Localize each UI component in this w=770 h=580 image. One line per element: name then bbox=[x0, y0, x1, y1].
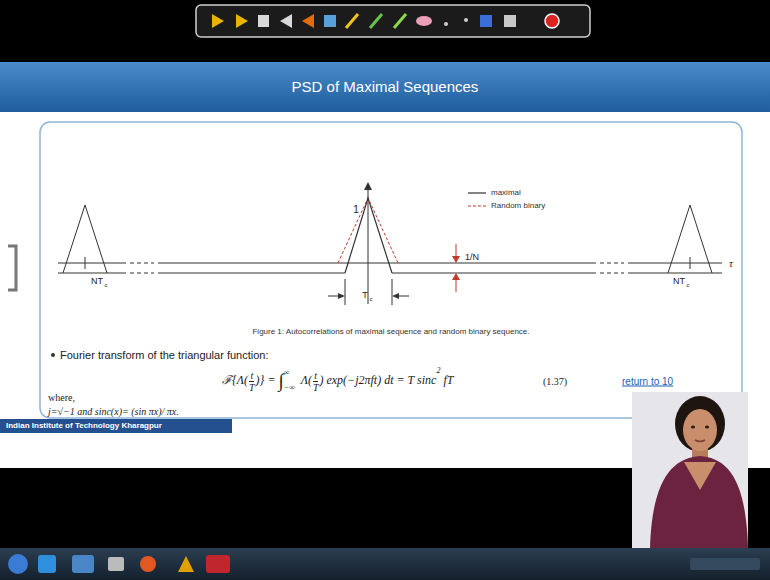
hyperlink: return to 10 bbox=[622, 376, 673, 387]
legend-row: maximal bbox=[468, 186, 545, 199]
equation-term: )} = bbox=[256, 374, 279, 387]
institute-name: Indian Institute of Technology Kharagpur bbox=[6, 421, 226, 431]
subscript: c bbox=[687, 282, 690, 289]
legend-row: Random binary bbox=[468, 199, 545, 212]
offset-label: 1/N bbox=[465, 253, 479, 263]
exponent: 2 bbox=[436, 367, 440, 376]
period-label: NT bbox=[673, 277, 685, 287]
figure-caption: Figure 1: Autocorrelations of maximal se… bbox=[40, 327, 742, 336]
side-tab bbox=[8, 246, 16, 290]
subscript: c bbox=[105, 282, 108, 289]
equation-number: (1.37) bbox=[543, 376, 567, 387]
integral-limit: −∞ bbox=[284, 384, 295, 393]
legend-text: maximal bbox=[491, 188, 521, 197]
presenter-video bbox=[632, 392, 748, 548]
content-frame bbox=[40, 122, 742, 418]
fraction-denominator: T bbox=[313, 382, 319, 393]
axis-label: τ bbox=[729, 257, 733, 269]
equation-term: Λ( bbox=[298, 374, 312, 387]
period-label: NT bbox=[91, 277, 103, 287]
legend: maximalRandom binary bbox=[468, 186, 545, 212]
equation-term: fT bbox=[440, 374, 453, 387]
equation-term: ℱ{Λ( bbox=[222, 374, 248, 387]
subscript: c bbox=[370, 296, 373, 303]
title-bar bbox=[0, 62, 770, 112]
bullet-dot bbox=[51, 353, 55, 357]
bullet-text: Fourier transform of the triangular func… bbox=[60, 349, 268, 361]
note-text: where, bbox=[48, 392, 75, 403]
footer-band: Indian Institute of Technology Kharagpur bbox=[0, 419, 232, 433]
fraction-denominator: T bbox=[249, 382, 255, 393]
peak-value: 1 bbox=[353, 204, 359, 215]
legend-sample bbox=[468, 189, 486, 197]
chip-width-label: T bbox=[362, 291, 368, 301]
fraction-numerator: t bbox=[314, 370, 317, 381]
equation-term: ) exp(−j2πft) dt = T sinc bbox=[319, 374, 436, 387]
legend-sample bbox=[468, 202, 486, 210]
legend-text: Random binary bbox=[491, 201, 545, 210]
equation: ℱ{Λ(tT)} = ∫∞−∞ Λ(tT) exp(−j2πft) dt = T… bbox=[222, 369, 453, 393]
fraction-numerator: t bbox=[250, 370, 253, 381]
autocorrelation-plot bbox=[58, 182, 722, 305]
integral-limit: ∞ bbox=[284, 369, 295, 378]
slide-title: PSD of Maximal Sequences bbox=[0, 62, 770, 112]
integral-sign: ∫ bbox=[279, 371, 284, 392]
taskbar bbox=[0, 548, 770, 580]
annotation-toolbar bbox=[196, 5, 590, 37]
note-text: j=√−1 and sinc(x)= (sin πx)/ πx. bbox=[48, 406, 179, 417]
